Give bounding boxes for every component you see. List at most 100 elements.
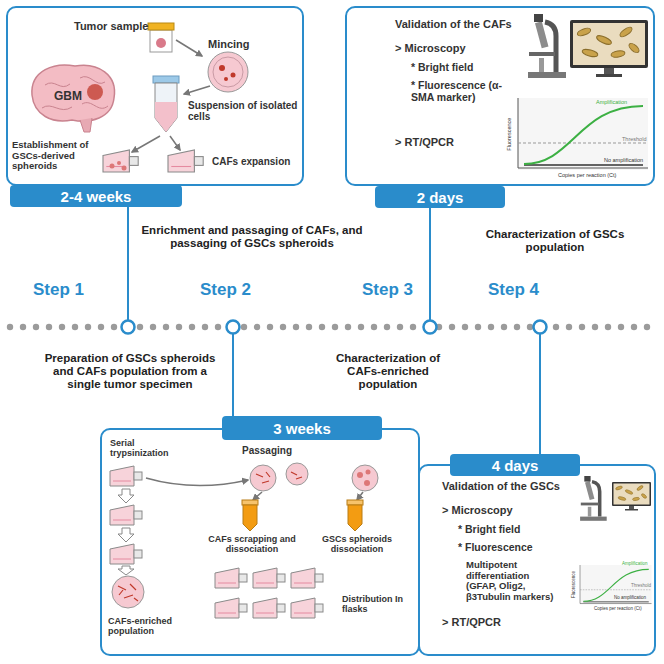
timeline-dot — [618, 324, 624, 330]
duration-text: 3 weeks — [273, 420, 331, 437]
dissociation-tube — [347, 500, 363, 531]
timeline-dot — [410, 324, 416, 330]
petri-dish — [208, 52, 248, 92]
down-arrow — [118, 566, 134, 575]
timeline-dot — [475, 324, 481, 330]
down-arrow — [118, 489, 134, 503]
chart-label: Fluorescence — [571, 568, 576, 602]
sample-jar — [148, 23, 174, 52]
process-arrow — [170, 136, 180, 150]
spheroid-dish — [352, 465, 378, 491]
timeline-dot — [319, 324, 325, 330]
spheroids — [110, 164, 115, 169]
passaging-dish — [250, 463, 308, 491]
timeline-stem — [539, 333, 541, 454]
timeline-dot — [189, 324, 195, 330]
phase-caption: Preparation of GSCs spheroids and CAFs p… — [35, 352, 225, 392]
timeline-dot — [488, 324, 494, 330]
timeline-dot — [397, 324, 403, 330]
timeline-dot — [293, 324, 299, 330]
timeline-dot — [241, 324, 247, 330]
panel-text: Multipotent differentiation (GFAP, Olig2… — [466, 560, 558, 603]
chart-label: Copies per reaction (Ct) — [558, 172, 628, 178]
sample-jar — [156, 38, 166, 48]
flask — [253, 598, 285, 618]
timeline-dot — [111, 324, 117, 330]
monitor — [570, 20, 648, 77]
timeline-stem — [127, 206, 129, 321]
duration-tab: 4 days — [450, 454, 580, 476]
microscope — [528, 14, 566, 78]
timeline-stem — [429, 208, 431, 321]
timeline-dot — [150, 324, 156, 330]
centrifuge-tube — [153, 76, 179, 132]
step-label: Step 2 — [200, 280, 280, 300]
spheroid-flask — [103, 150, 138, 172]
down-arrow — [118, 528, 134, 542]
passaging-dish — [286, 463, 308, 485]
passaging-dish — [291, 472, 302, 479]
panel-text: Passaging — [242, 445, 312, 456]
timeline-marker — [227, 321, 240, 334]
brain-illustration — [32, 65, 115, 132]
duration-tab: 2-4 weeks — [10, 185, 182, 207]
panel-text: Validation of the CAFs — [395, 18, 535, 30]
caf-flask — [168, 150, 203, 172]
timeline-dot — [605, 324, 611, 330]
caf-dish — [118, 584, 138, 601]
chart-label: Threshold — [622, 136, 652, 142]
timeline-dot — [449, 324, 455, 330]
timeline-dot — [7, 324, 13, 330]
duration-tab: 2 days — [375, 186, 505, 208]
process-arrow — [184, 86, 210, 94]
monitor — [612, 482, 651, 511]
timeline-dot — [267, 324, 273, 330]
panel-text: > RT/QPCR — [442, 616, 562, 628]
chart-label: Copies per reaction (Ct) — [594, 606, 654, 611]
flask — [253, 568, 285, 588]
timeline-stem — [232, 333, 234, 416]
timeline-dot — [176, 324, 182, 330]
timeline-dot — [46, 324, 52, 330]
flask — [110, 544, 142, 564]
dissociation-tube — [243, 505, 257, 531]
petri-dish — [213, 57, 243, 87]
timeline-dot — [644, 324, 650, 330]
petri-dish — [219, 65, 225, 71]
timeline-dot — [462, 324, 468, 330]
timeline-dot — [202, 324, 208, 330]
spheroid-dish — [364, 480, 370, 486]
panel-text: * Fluorescence — [458, 542, 568, 554]
passaging-dish — [250, 465, 276, 491]
timeline-dot — [514, 324, 520, 330]
timeline-dot — [215, 324, 221, 330]
flask — [291, 598, 323, 618]
brain-illustration — [80, 118, 92, 132]
timeline-dot — [566, 324, 572, 330]
brain-illustration — [42, 77, 108, 110]
timeline-dot — [332, 324, 338, 330]
panel-text: GBM — [54, 90, 94, 103]
timeline-dot — [501, 324, 507, 330]
panel-text: * Fluorescence (α-SMA marker) — [411, 80, 506, 104]
timeline-dot — [553, 324, 559, 330]
timeline-dot — [358, 324, 364, 330]
panel-text: Mincing — [208, 38, 268, 50]
duration-text: 2-4 weeks — [61, 188, 132, 205]
timeline-dot — [592, 324, 598, 330]
duration-text: 2 days — [417, 189, 464, 206]
flask — [110, 466, 142, 486]
process-arrow — [253, 492, 262, 500]
process-arrow — [176, 40, 202, 56]
brain-illustration — [32, 65, 115, 121]
flask — [291, 568, 323, 588]
timeline-marker — [534, 321, 547, 334]
panel-text: * Bright field — [458, 524, 568, 536]
passaging-dish — [256, 472, 270, 483]
timeline-dot — [631, 324, 637, 330]
sample-jar — [148, 23, 174, 30]
spheroids — [117, 161, 121, 165]
timeline-dot — [72, 324, 78, 330]
step-label: Step 4 — [488, 280, 568, 300]
phase-caption: Enrichment and passaging of CAFs, and pa… — [132, 224, 372, 250]
